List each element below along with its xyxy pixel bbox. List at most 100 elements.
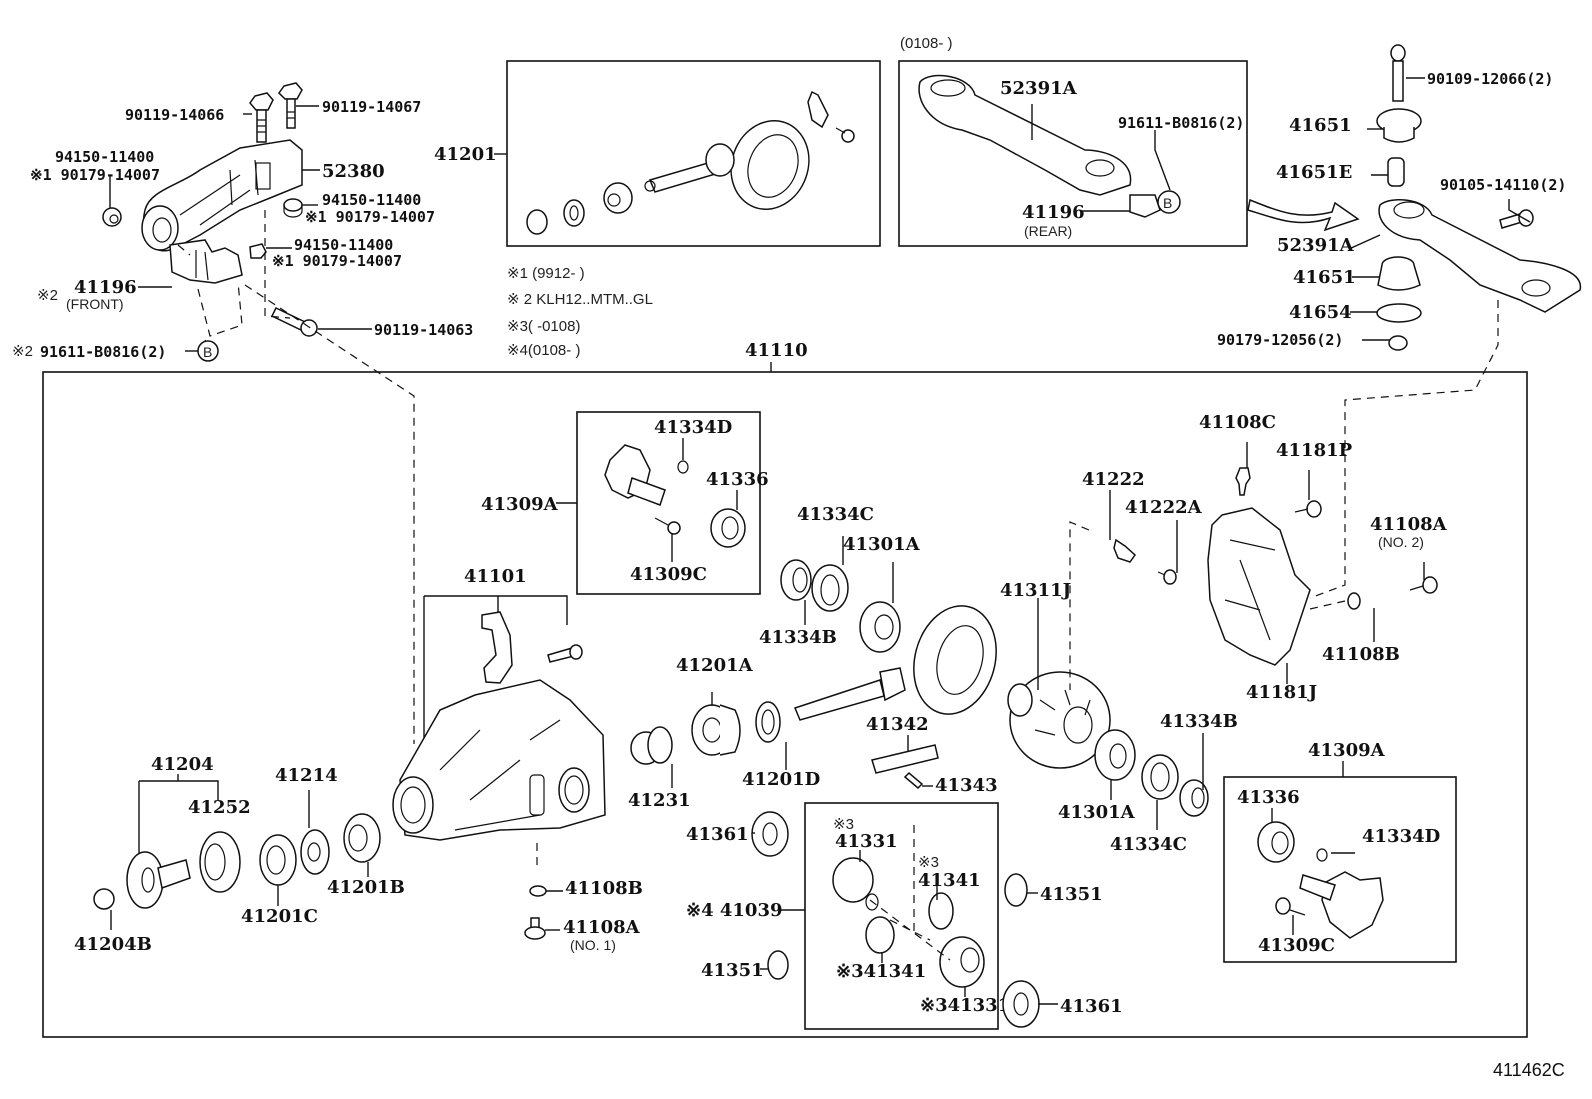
part-label[interactable]: 41196 <box>74 277 137 298</box>
part-label[interactable]: 41252 <box>188 797 251 818</box>
part-label[interactable]: 90179-12056(2) <box>1217 331 1343 349</box>
part-label[interactable]: 41201 <box>434 144 497 165</box>
part-label[interactable]: 41108B <box>565 878 643 899</box>
part-label[interactable]: 91611-B0816(2) <box>1118 114 1244 132</box>
part-label[interactable]: 41336 <box>706 469 769 490</box>
bearing-icon <box>603 182 633 214</box>
part-label[interactable]: 41651 <box>1289 115 1352 136</box>
part-label[interactable]: 41201C <box>241 906 318 927</box>
part-label[interactable]: ※341341 <box>836 961 926 982</box>
oil-seal-icon <box>199 831 241 893</box>
part-label[interactable]: 41309C <box>1258 935 1335 956</box>
part-label[interactable]: 41204 <box>151 754 214 775</box>
part-label[interactable]: 90109-12066(2) <box>1427 70 1553 88</box>
part-label[interactable]: 41341 <box>918 870 981 891</box>
part-label[interactable]: ※1 90179-14007 <box>30 166 160 184</box>
part-label[interactable]: 41651 <box>1293 267 1356 288</box>
nut-icon <box>526 209 548 235</box>
part-label[interactable]: 41231 <box>628 790 691 811</box>
bracket-41196-rear-icon <box>1129 194 1161 218</box>
part-label[interactable]: ※341331 <box>920 995 1010 1016</box>
part-label[interactable]: 41222 <box>1082 469 1145 490</box>
part-label[interactable]: 94150-11400 <box>294 236 393 254</box>
part-label[interactable]: 41222A <box>1125 497 1203 518</box>
nut-icon <box>102 207 122 227</box>
bolt-90105-14110-icon <box>1499 209 1534 229</box>
part-label[interactable]: 41334C <box>797 504 874 525</box>
part-label[interactable]: 41108A <box>563 917 641 938</box>
part-label[interactable]: 41331 <box>835 831 898 852</box>
bolt-small-icon <box>835 127 855 143</box>
part-label[interactable]: 41361 <box>686 824 749 845</box>
part-label[interactable]: 41334B <box>759 627 837 648</box>
part-label[interactable]: 41309A <box>1308 740 1386 761</box>
figure-code: 411462C <box>1493 1060 1565 1080</box>
part-label[interactable]: 41108A <box>1370 514 1448 535</box>
part-label[interactable]: 90119-14063 <box>374 321 473 339</box>
collar-41651E-icon <box>1387 157 1405 187</box>
side-gear-icon <box>832 857 879 911</box>
part-label[interactable]: ※1 90179-14007 <box>272 252 402 270</box>
lock-plate-41342-icon <box>871 744 939 774</box>
part-label[interactable]: 41336 <box>1237 787 1300 808</box>
part-label[interactable]: 41309C <box>630 564 707 585</box>
oil-seal-41334B-icon <box>780 559 812 601</box>
snap-ring-icon <box>1316 848 1328 862</box>
part-label[interactable]: 41334B <box>1160 711 1238 732</box>
part-label[interactable]: 52391A <box>1000 78 1078 99</box>
circle-b-label: B <box>203 344 212 360</box>
pin-41343-icon <box>903 771 924 790</box>
part-label[interactable]: 41309A <box>481 494 559 515</box>
note-1: ※1 (9912- ) <box>507 265 585 282</box>
part-label[interactable]: 90105-14110(2) <box>1440 176 1566 194</box>
part-label[interactable]: 41108B <box>1322 644 1400 665</box>
part-label[interactable]: 41201D <box>742 769 820 790</box>
part-sublabel: (NO. 1) <box>570 937 616 953</box>
part-label[interactable]: 41181P <box>1276 440 1353 461</box>
part-label[interactable]: 41342 <box>866 714 929 735</box>
part-label[interactable]: 41108C <box>1199 412 1276 433</box>
rear-member-group: 90109-12066(2) 41651 41651E 90105-14110(… <box>1217 44 1581 599</box>
part-label[interactable]: 41201B <box>327 877 405 898</box>
part-label[interactable]: 91611-B0816(2) <box>40 343 166 361</box>
part-label[interactable]: 41204B <box>74 934 152 955</box>
part-label[interactable]: 41214 <box>275 765 338 786</box>
part-label[interactable]: ※1 90179-14007 <box>305 208 435 226</box>
nut-icon <box>249 243 267 259</box>
bolt-41222A-icon <box>1157 569 1177 585</box>
part-label[interactable]: 41334D <box>1362 826 1440 847</box>
bolt-41309C-icon <box>1275 897 1306 916</box>
assembly-label[interactable]: 41110 <box>745 340 808 361</box>
pinion-gear-icon <box>928 892 954 930</box>
part-label[interactable]: 41201A <box>676 655 754 676</box>
part-label[interactable]: 41311J <box>1000 580 1071 601</box>
part-label[interactable]: 90119-14067 <box>322 98 421 116</box>
part-label[interactable]: 41343 <box>935 775 998 796</box>
part-label[interactable]: 41196 <box>1022 202 1085 223</box>
part-label[interactable]: 41334C <box>1110 834 1187 855</box>
shim-41334C-icon <box>1141 754 1179 800</box>
part-label[interactable]: 94150-11400 <box>55 148 154 166</box>
part-label[interactable]: 41654 <box>1289 302 1352 323</box>
part-label[interactable]: 41301A <box>1058 802 1136 823</box>
part-label[interactable]: 41361 <box>1060 996 1123 1017</box>
differential-carrier-icon <box>392 679 606 841</box>
part-label[interactable]: 41334D <box>654 417 732 438</box>
part-label[interactable]: 52380 <box>322 161 385 182</box>
part-label[interactable]: 41181J <box>1246 682 1317 703</box>
part-sublabel: (REAR) <box>1024 223 1072 239</box>
part-label[interactable]: 94150-11400 <box>322 191 421 209</box>
part-label[interactable]: 41651E <box>1276 162 1352 183</box>
companion-flange-box-right: 41309A 41336 41334D 41309C <box>1223 740 1457 963</box>
part-label[interactable]: ※4 41039 <box>686 900 783 921</box>
pinion-group: 41231 41201A 41201D 41334B <box>628 504 998 811</box>
part-label[interactable]: 52391A <box>1277 235 1355 256</box>
part-label[interactable]: 41351 <box>701 960 764 981</box>
assembly-41110-frame <box>42 371 1528 1038</box>
differential-case-group: 41311J 41301A 41334C 41334B <box>1000 521 1238 855</box>
part-label[interactable]: 41351 <box>1040 884 1103 905</box>
bolt-41181P-icon <box>1294 500 1322 518</box>
part-label[interactable]: 41301A <box>843 534 921 555</box>
part-label[interactable]: 41101 <box>464 566 527 587</box>
part-label[interactable]: 90119-14066 <box>125 106 224 124</box>
